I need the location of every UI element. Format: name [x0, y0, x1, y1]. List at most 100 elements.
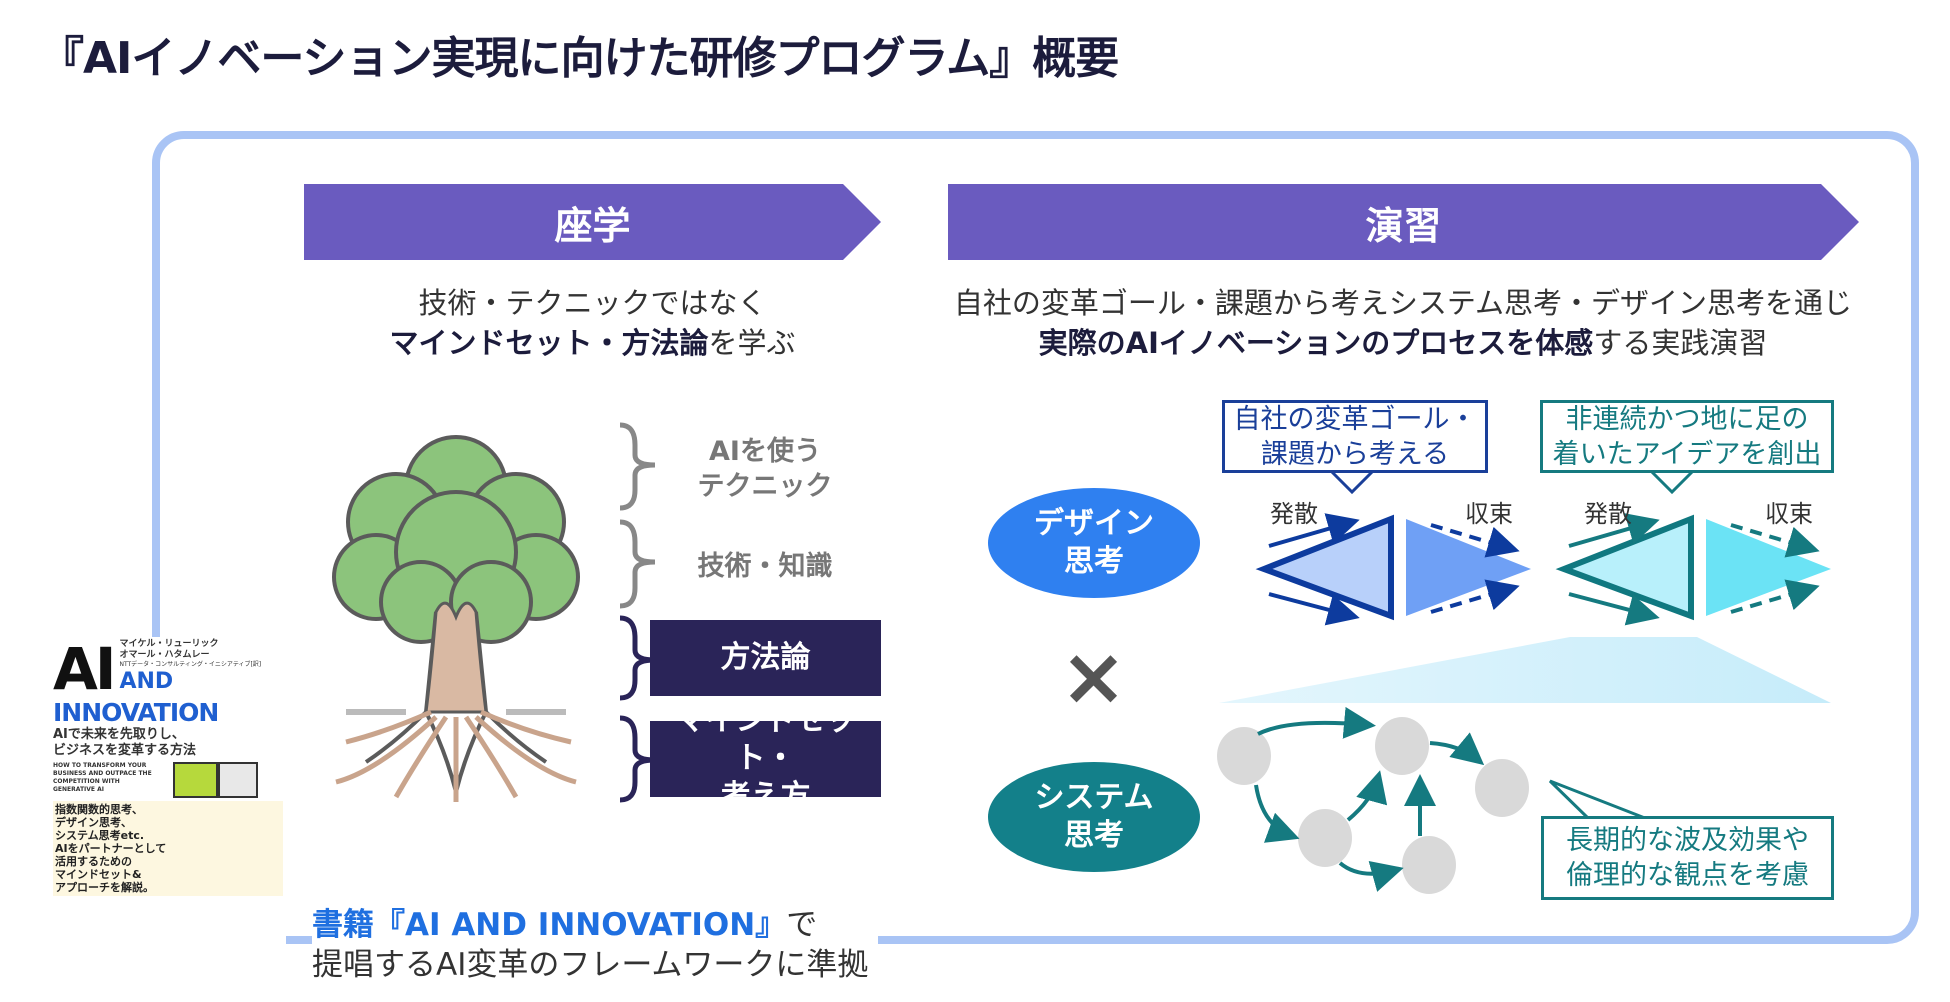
- system-thinking-ellipse: システム思考: [988, 762, 1200, 872]
- node-circle: [1298, 809, 1352, 867]
- caption-rest: で: [786, 907, 818, 943]
- arrow: [1338, 860, 1404, 892]
- callout-line: 非連続かつ地に足の: [1565, 403, 1809, 435]
- book-author: オマール・ハタムレー: [119, 650, 210, 660]
- node-circle: [1375, 717, 1429, 775]
- tree-illustration: [332, 435, 580, 802]
- lead-bold: 実際のAIイノベーションのプロセスを体感: [1038, 326, 1594, 360]
- layer-methodology: 方法論: [650, 620, 881, 696]
- node-circle: [1217, 727, 1271, 785]
- lead-line: 技術・テクニックではなく: [418, 286, 767, 320]
- callout-ideas: 非連続かつ地に足の着いたアイデアを創出: [1540, 400, 1834, 473]
- book-title-ai: AI: [53, 637, 116, 703]
- ellipse-label: 思考: [1064, 818, 1124, 853]
- arrow: [1568, 513, 1660, 548]
- book-title-innovation: INNOVATION: [53, 698, 219, 727]
- book-subtitle: AIで未来を先取りし、ビジネスを変革する方法: [53, 727, 283, 759]
- layer-label: テクニック: [697, 471, 833, 502]
- dashed-arrow: [1730, 523, 1820, 558]
- book-cover: AI マイケル・リューリック オマール・ハタムレー NTTデータ・コンサルティン…: [50, 637, 286, 967]
- node-circle: [1402, 836, 1456, 894]
- lead-bold: マインドセット・方法論: [389, 326, 709, 360]
- book-title-and: AND: [119, 669, 174, 694]
- lecture-banner: 座学: [304, 184, 881, 260]
- practice-lead: 自社の変革ゴール・課題から考えシステム思考・デザイン思考を通じ 実際のAIイノベ…: [920, 283, 1886, 363]
- brace-icon: [619, 519, 656, 609]
- design-thinking-ellipse: デザイン思考: [988, 488, 1200, 598]
- dashed-arrow: [1430, 579, 1520, 614]
- book-point: アプローチを解説。: [55, 881, 154, 894]
- wedge-shape: [1219, 637, 1831, 703]
- converge-label: 収束: [1465, 500, 1513, 528]
- page-title: 『AIイノベーション実現に向けた研修プログラム』概要: [40, 33, 1119, 84]
- diverge-label: 発散: [1584, 500, 1632, 528]
- ellipse-label: デザイン: [1034, 506, 1154, 541]
- lead-rest: を学ぶ: [708, 326, 796, 360]
- book-subtitle-line: ビジネスを変革する方法: [53, 743, 197, 758]
- layer-ai-technique: AIを使う テクニック: [665, 434, 865, 504]
- times-icon: ×: [1060, 630, 1128, 723]
- diverge-triangle: [1555, 514, 1694, 621]
- arrow: [1429, 732, 1485, 766]
- dashed-arrow: [1430, 523, 1520, 558]
- caption-line: 書籍『AI AND INNOVATION』で: [312, 905, 868, 945]
- lead-rest: する実践演習: [1593, 326, 1768, 360]
- caption-line: 提唱するAI変革のフレームワークに準拠: [312, 947, 869, 983]
- brace-icon: [619, 422, 656, 511]
- arrow: [1568, 592, 1660, 626]
- callout-line: 長期的な波及効果や: [1566, 825, 1809, 856]
- lead-line: 自社の変革ゴール・課題から考えシステム思考・デザイン思考を通じ: [953, 286, 1853, 320]
- callout-line: 着いたアイデアを創出: [1552, 438, 1822, 470]
- ellipse-label: システム: [1034, 780, 1154, 815]
- book-english: HOW TO TRANSFORM YOUR BUSINESS AND OUTPA…: [53, 762, 152, 793]
- practice-banner: 演習: [948, 184, 1859, 260]
- book-author: マイケル・リューリック: [119, 639, 219, 649]
- converge-label: 収束: [1765, 500, 1813, 528]
- book-middle: HOW TO TRANSFORM YOUR BUSINESS AND OUTPA…: [53, 762, 283, 798]
- layer-label: AIを使う: [709, 436, 821, 467]
- diverge-triangle: [1255, 514, 1394, 621]
- layer-skills: 技術・知識: [697, 551, 833, 582]
- book-point: 指数関数的思考、: [55, 803, 143, 816]
- dashed-arrow: [1730, 579, 1820, 614]
- layer-label: 考え方: [720, 779, 811, 814]
- caption-book-name: 書籍『AI AND INNOVATION』: [312, 907, 787, 943]
- diverge-label: 発散: [1270, 500, 1318, 528]
- arrow: [1346, 770, 1388, 822]
- book-translator: NTTデータ・コンサルティング・イニシアティブ[訳]: [119, 661, 262, 668]
- arrow: [1268, 592, 1360, 626]
- callout-tail: [1648, 468, 1696, 495]
- callout-line: 倫理的な観点を考慮: [1566, 860, 1809, 891]
- arrow: [1268, 513, 1360, 548]
- layer-label: マインドセット・: [675, 703, 856, 776]
- arrow: [1254, 784, 1300, 843]
- book-point: AIをパートナーとして: [55, 842, 167, 855]
- book-caption: 書籍『AI AND INNOVATION』で 提唱するAI変革のフレームワークに…: [312, 905, 879, 985]
- lead-line: 実際のAIイノベーションのプロセスを体感する実践演習: [920, 323, 1886, 363]
- content-frame: [152, 131, 1919, 944]
- book-point: 活用するための: [55, 855, 132, 868]
- book-point: デザイン思考、: [55, 816, 132, 829]
- book-point: システム思考etc.: [55, 829, 145, 842]
- callout-tail: [1548, 779, 1651, 822]
- book-points: 指数関数的思考、デザイン思考、システム思考etc.AIをパートナーとして活用する…: [53, 801, 283, 896]
- layer-mindset: マインドセット・ 考え方: [650, 703, 881, 814]
- callout-ethics: 長期的な波及効果や倫理的な観点を考慮: [1541, 816, 1834, 900]
- callout-tail: [1328, 468, 1376, 495]
- callout-goals: 自社の変革ゴール・課題から考える: [1222, 400, 1488, 473]
- book-header-right: マイケル・リューリック オマール・ハタムレー NTTデータ・コンサルティング・イ…: [119, 639, 279, 695]
- lead-line: マインドセット・方法論を学ぶ: [304, 323, 881, 363]
- node-circle: [1475, 759, 1529, 817]
- book-character: [163, 762, 273, 798]
- converge-triangle: [1706, 519, 1831, 616]
- book-point: マインドセット&: [55, 868, 142, 881]
- lecture-lead: 技術・テクニックではなく マインドセット・方法論を学ぶ: [304, 283, 881, 363]
- ellipse-label: 思考: [1064, 544, 1124, 579]
- book-subtitle-line: AIで未来を先取りし、: [53, 727, 185, 742]
- arrow: [1257, 706, 1376, 739]
- callout-line: 課題から考える: [1260, 438, 1450, 470]
- callout-line: 自社の変革ゴール・: [1233, 403, 1477, 435]
- converge-triangle: [1406, 519, 1531, 616]
- book-header: AI マイケル・リューリック オマール・ハタムレー NTTデータ・コンサルティン…: [53, 639, 283, 699]
